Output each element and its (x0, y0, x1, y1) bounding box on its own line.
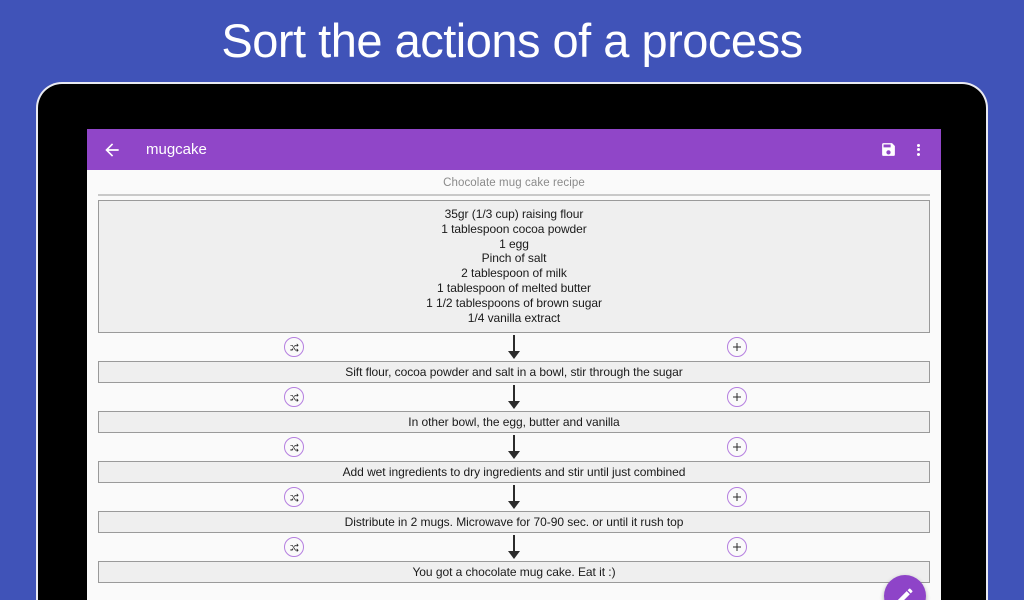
connector-row (98, 383, 930, 411)
step-box[interactable]: Sift flour, cocoa powder and salt in a b… (98, 361, 930, 384)
app-bar-title: mugcake (146, 141, 207, 158)
shuffle-button[interactable] (284, 537, 304, 558)
arrow-down-icon (508, 335, 520, 360)
ingredient-line: 1/4 vanilla extract (467, 310, 561, 325)
page-title: Sort the actions of a process (221, 14, 803, 67)
shuffle-icon (289, 493, 299, 502)
connector-row (98, 433, 930, 461)
ingredient-line: 2 tablespoon of milk (461, 266, 567, 281)
plus-circle-icon (733, 443, 741, 452)
shuffle-button[interactable] (284, 437, 304, 458)
arrow-down-icon (508, 435, 520, 460)
shuffle-icon (289, 393, 299, 402)
add-step-button[interactable] (727, 537, 747, 558)
connector-row (98, 333, 930, 361)
recipe-content: Chocolate mug cake recipe 35gr (1/3 cup)… (87, 170, 941, 600)
step-box[interactable]: Add wet ingredients to dry ingredients a… (98, 461, 930, 484)
app-bar: mugcake (87, 129, 941, 170)
tablet-device-frame: mugcake Chocolate mug cake recipe 35gr (… (36, 82, 988, 600)
shuffle-button[interactable] (284, 487, 304, 508)
ingredients-box[interactable]: 35gr (1/3 cup) raising flour 1 tablespoo… (98, 200, 930, 334)
tablet-screen: mugcake Chocolate mug cake recipe 35gr (… (87, 129, 941, 600)
ingredient-line: 1 tablespoon cocoa powder (441, 221, 587, 236)
save-button[interactable] (875, 137, 901, 163)
recipe-subtitle: Chocolate mug cake recipe (443, 177, 585, 189)
ingredient-line: Pinch of salt (481, 251, 547, 266)
plus-circle-icon (733, 393, 741, 402)
connector-row (98, 533, 930, 561)
add-step-button[interactable] (727, 387, 747, 408)
arrow-down-icon (508, 485, 520, 510)
add-step-button[interactable] (727, 337, 747, 358)
step-text: In other bowl, the egg, butter and vanil… (408, 415, 620, 430)
step-box[interactable]: In other bowl, the egg, butter and vanil… (98, 411, 930, 434)
step-box[interactable]: Distribute in 2 mugs. Microwave for 70-9… (98, 511, 930, 534)
floppy-disk-save-icon (881, 143, 895, 156)
step-text: Sift flour, cocoa powder and salt in a b… (345, 365, 683, 380)
step-box[interactable]: You got a chocolate mug cake. Eat it :) (98, 561, 930, 584)
shuffle-icon (289, 543, 299, 552)
back-button[interactable] (100, 138, 124, 162)
arrow-down-icon (508, 535, 520, 560)
overflow-menu-button[interactable] (907, 137, 929, 163)
arrow-left-icon (105, 142, 119, 157)
plus-circle-icon (733, 493, 741, 502)
more-vertical-icon (916, 142, 920, 157)
step-text: Distribute in 2 mugs. Microwave for 70-9… (344, 515, 684, 530)
subtitle-divider (98, 194, 930, 196)
ingredient-line: 1 1/2 tablespoons of brown sugar (426, 295, 602, 310)
step-text: You got a chocolate mug cake. Eat it :) (412, 565, 616, 580)
add-step-button[interactable] (727, 487, 747, 508)
connector-row (98, 483, 930, 511)
plus-circle-icon (733, 543, 741, 552)
shuffle-button[interactable] (284, 387, 304, 408)
shuffle-button[interactable] (284, 337, 304, 358)
pencil-edit-icon (897, 588, 913, 600)
step-text: Add wet ingredients to dry ingredients a… (342, 465, 686, 480)
ingredient-line: 1 egg (499, 236, 529, 251)
add-step-button[interactable] (727, 437, 747, 458)
shuffle-icon (289, 343, 299, 352)
arrow-down-icon (508, 385, 520, 410)
plus-circle-icon (733, 343, 741, 352)
shuffle-icon (289, 443, 299, 452)
ingredient-line: 1 tablespoon of melted butter (437, 280, 591, 295)
ingredient-line: 35gr (1/3 cup) raising flour (444, 207, 584, 221)
